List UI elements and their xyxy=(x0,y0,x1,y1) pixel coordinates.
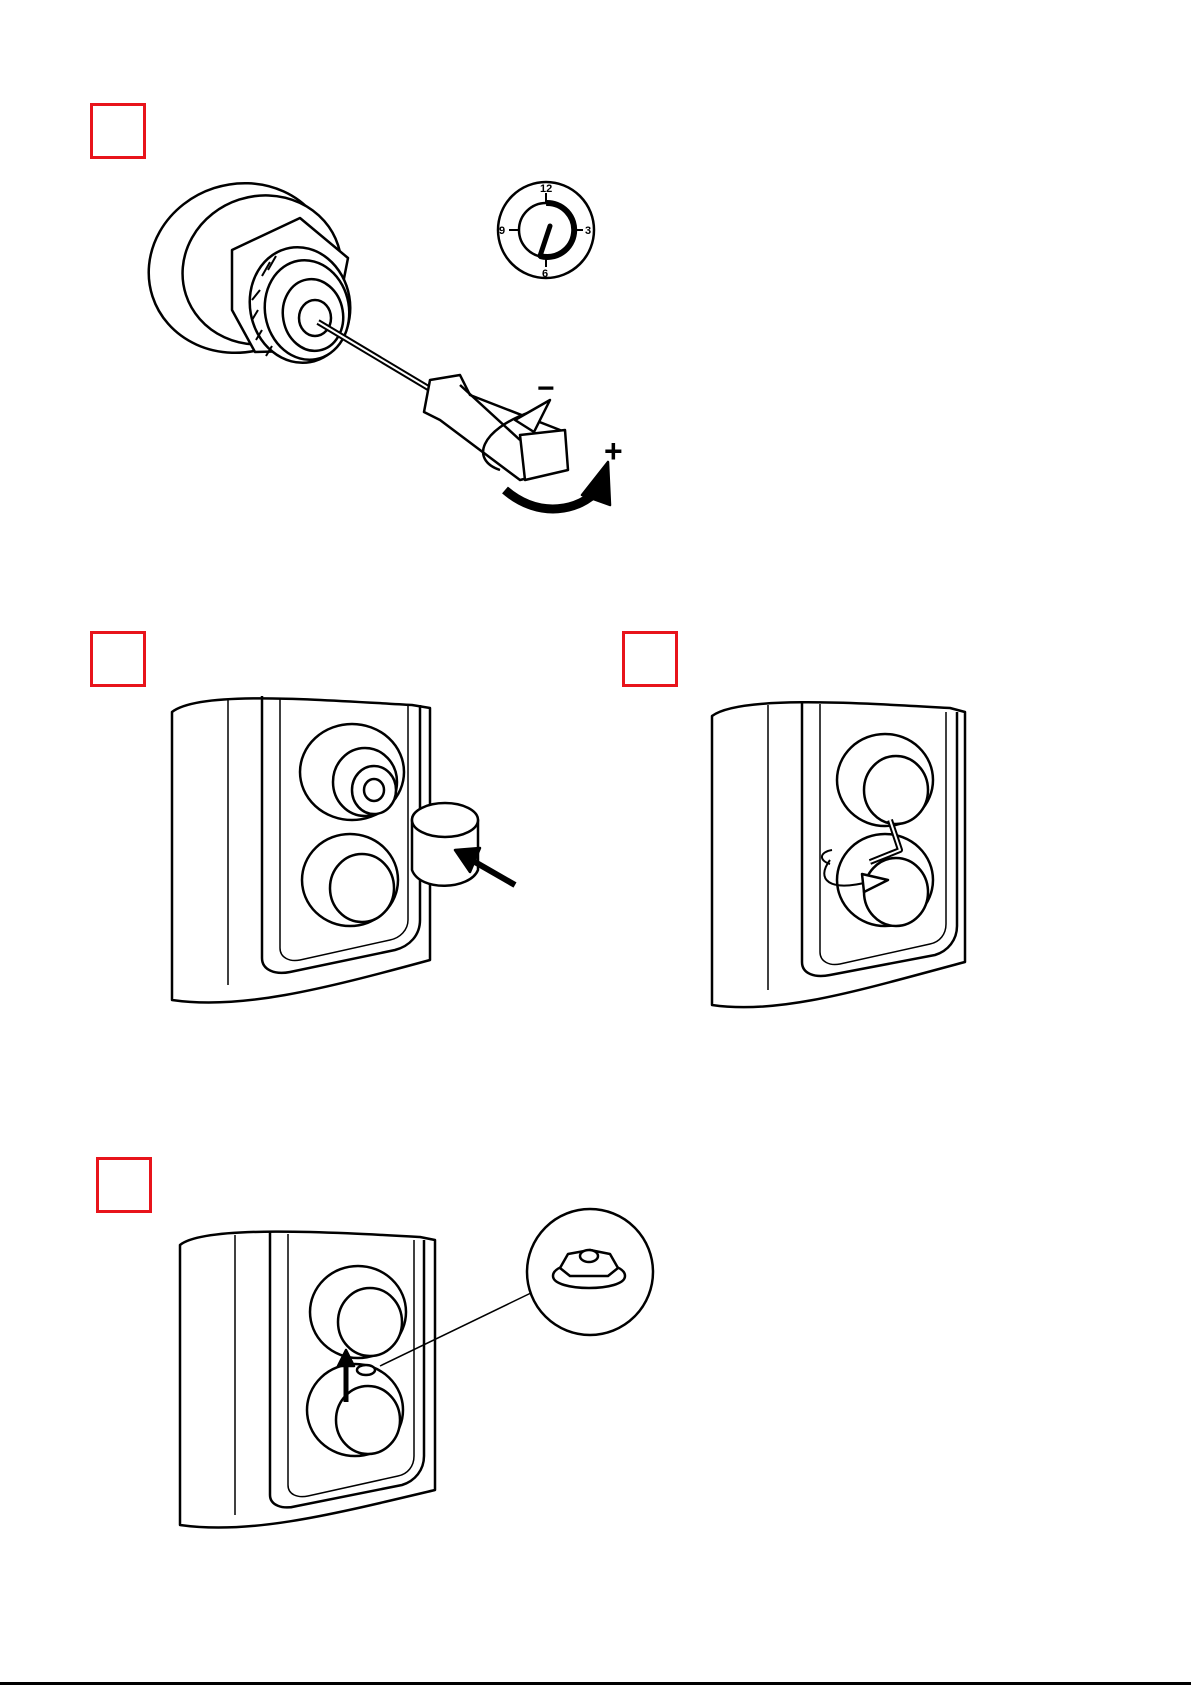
mixer-panel-3 xyxy=(180,1232,435,1528)
